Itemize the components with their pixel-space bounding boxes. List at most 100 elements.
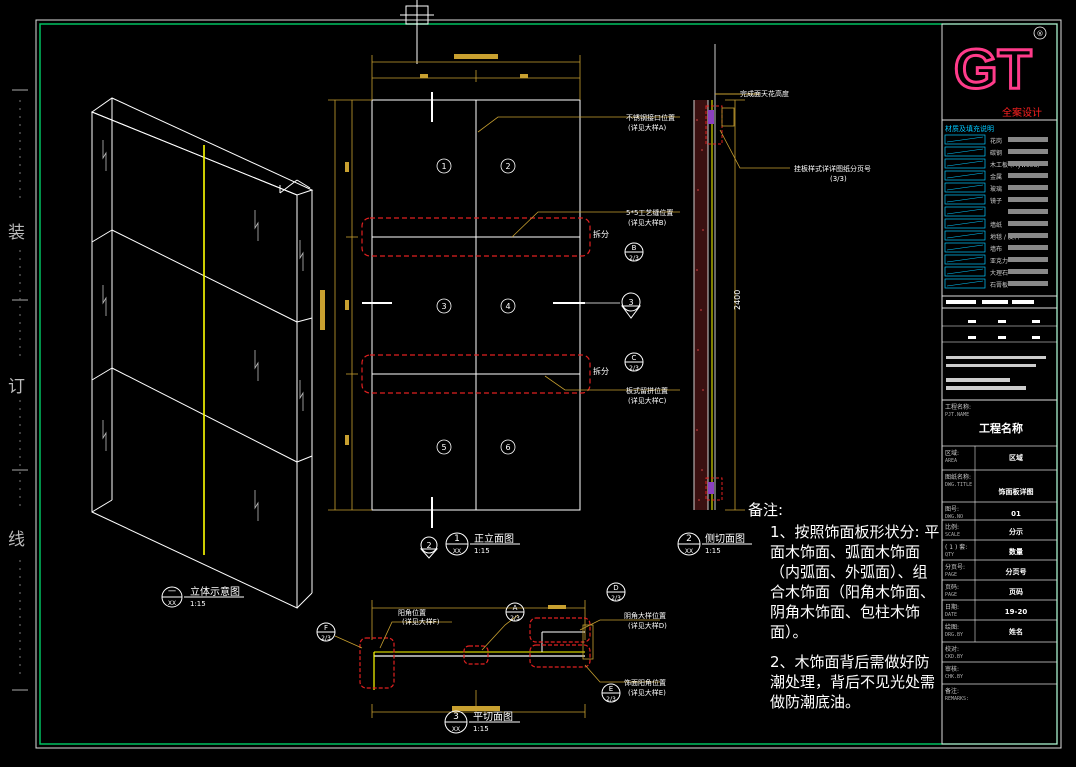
svg-text:(详见大样B): (详见大样B) <box>628 218 667 227</box>
svg-text:1: 1 <box>441 162 446 171</box>
date-label-en: DATE <box>945 612 957 618</box>
page-label: 分页号: <box>945 563 965 571</box>
panel-numbers: 1 2 3 4 5 6 <box>441 162 510 452</box>
front-dimensions <box>320 54 581 511</box>
date-label: 日期: <box>945 603 959 611</box>
svg-text:拆分: 拆分 <box>593 229 609 239</box>
svg-text:2/3: 2/3 <box>606 696 616 703</box>
svg-text:(详见大样E): (详见大样E) <box>628 688 666 697</box>
approve-label-en: CHK.BY <box>945 674 963 680</box>
logo-gt: GT <box>954 37 1032 100</box>
page-value: 分页号 <box>1006 567 1027 576</box>
approve-label: 审核: <box>945 665 959 673</box>
area-label: 区域: <box>945 449 959 457</box>
svg-text:拆分: 拆分 <box>593 366 609 376</box>
drawing-label: 图纸名称: <box>945 473 971 481</box>
legend-swatch <box>944 158 986 169</box>
legend-swatch <box>944 230 986 241</box>
legend-swatch <box>944 242 986 253</box>
side-section: 2400 完成面天花高度 挂板样式详详图纸分页号 (3/3) <box>693 44 871 511</box>
legend-label: 大理石 <box>990 269 1008 277</box>
date-value: 19-20 <box>1005 608 1028 616</box>
no-label-en: DWG.NO <box>945 514 963 520</box>
legend-swatch <box>944 254 986 265</box>
note-2: 2、木饰面背后需做好防潮处理，背后不见光处需做防潮底油。 <box>770 653 936 711</box>
legend-label: 镜子 <box>990 197 1002 205</box>
project-label-en: PJT.NAME <box>945 412 969 418</box>
project-value: 工程名称 <box>979 421 1023 435</box>
svg-text:XX: XX <box>453 548 461 555</box>
svg-text:1:15: 1:15 <box>474 547 490 555</box>
legend-swatch <box>944 170 986 181</box>
svg-text:XX: XX <box>685 548 693 555</box>
total-label: 页码: <box>945 583 959 591</box>
outer-frame <box>35 19 1062 749</box>
area-value: 区域 <box>1009 453 1023 462</box>
drawn-label-en: DRG.BY <box>945 632 963 638</box>
svg-text:2400: 2400 <box>733 290 742 310</box>
notes-panel: 备注: 1、按照饰面板形状分: 平面木饰面、弧面木饰面（内弧面、外弧面）、组合木… <box>748 500 940 722</box>
note-1: 1、按照饰面板形状分: 平面木饰面、弧面木饰面（内弧面、外弧面）、组合木饰面（阳… <box>770 523 940 641</box>
side-view-label: 2 XX 侧切面图 1:15 <box>677 532 752 556</box>
svg-text:一: 一 <box>168 587 176 596</box>
svg-text:4: 4 <box>505 302 510 311</box>
stainless-note: 不锈钢接口位置 <box>626 113 675 122</box>
legend-swatch <box>944 182 986 193</box>
legend-swatch <box>944 266 986 277</box>
svg-text:2: 2 <box>426 541 431 550</box>
callout-F: F 2/3 <box>316 622 363 649</box>
callout-A: A 2/3 <box>505 602 525 622</box>
side-title: 侧切面图 <box>705 532 745 545</box>
svg-text:(详见大样D): (详见大样D) <box>628 621 667 630</box>
svg-text:2: 2 <box>686 534 692 544</box>
legend-label: 金属 <box>990 173 1002 181</box>
svg-text:XX: XX <box>168 600 176 607</box>
svg-text:1:15: 1:15 <box>473 725 489 733</box>
svg-text:挂板样式详详图纸分页号: 挂板样式详详图纸分页号 <box>794 164 871 173</box>
legend-swatch <box>944 134 986 145</box>
svg-text:(详见大样A): (详见大样A) <box>628 123 667 132</box>
svg-text:(3/3): (3/3) <box>830 175 847 183</box>
legend-label: 墙纸 <box>990 221 1002 229</box>
legend-label: 玻璃 <box>990 185 1002 193</box>
svg-text:(详见大样F): (详见大样F) <box>402 617 440 626</box>
panel-markers <box>436 158 516 455</box>
svg-text:F: F <box>324 624 328 632</box>
svg-text:2/3: 2/3 <box>611 595 621 602</box>
scale-label: 比例: <box>945 523 959 531</box>
groove-note: 5*5工艺缝位置 <box>626 208 673 217</box>
legend-label: 石膏板 <box>990 281 1008 289</box>
svg-text:阴角大样位置: 阴角大样位置 <box>624 611 666 620</box>
center-mark <box>400 0 434 64</box>
check-label-en: CKD.BY <box>945 654 963 660</box>
drawn-value: 姓名 <box>1008 627 1023 636</box>
svg-text:6: 6 <box>505 443 510 452</box>
plan-view-label: 3 XX 平切面图 1:15 <box>444 710 520 734</box>
drawing-value: 饰面板详图 <box>999 487 1034 496</box>
legend-swatch <box>944 206 986 217</box>
drawing-label-en: DWG.TITLE <box>945 482 972 488</box>
legend-swatch <box>944 194 986 205</box>
svg-text:2: 2 <box>505 162 510 171</box>
remarks-label-en: REMARKS: <box>945 696 969 702</box>
legend-label: 花岗 <box>990 137 1002 145</box>
front-title: 正立面图 <box>474 532 514 545</box>
company-name: 全案设计 <box>1002 106 1042 119</box>
svg-text:3: 3 <box>628 298 633 307</box>
legend-swatch <box>944 146 986 157</box>
joint-note: 板式留拼位置 <box>626 386 668 395</box>
plan-title: 平切面图 <box>473 711 513 723</box>
iso-view-label: 一 XX 立体示意图 1:15 <box>161 585 244 608</box>
callout-E: E 2/3 <box>601 683 621 703</box>
total-value: 页码 <box>1009 588 1023 596</box>
area-label-en: AREA <box>945 458 957 464</box>
page-label-en: PAGE <box>945 572 957 578</box>
callout-D: D 2/3 <box>606 582 626 602</box>
svg-text:®: ® <box>1037 30 1044 38</box>
legend-label: 墙布 <box>990 245 1002 253</box>
no-label: 图号: <box>945 506 959 513</box>
svg-text:3: 3 <box>441 302 446 311</box>
